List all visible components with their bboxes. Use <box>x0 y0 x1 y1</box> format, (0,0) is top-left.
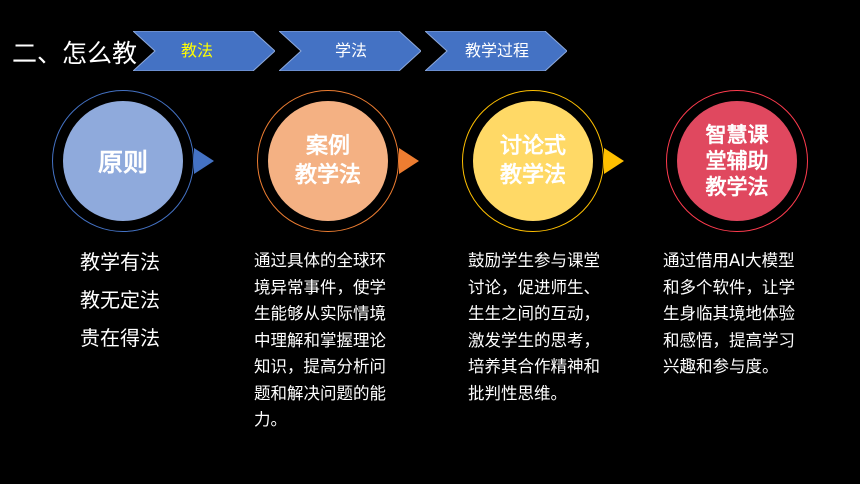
smart-classroom-title: 智慧课 堂辅助 教学法 <box>705 123 769 199</box>
description-line: 生身临其境地体验 <box>663 304 795 323</box>
principle-ring <box>52 90 194 232</box>
smart-classroom-disc: 智慧课 堂辅助 教学法 <box>677 101 797 221</box>
tab-label: 教法 <box>180 41 213 60</box>
tab-teaching-process[interactable]: 教学过程 <box>425 31 567 71</box>
discussion-method-title: 讨论式 教学法 <box>499 134 566 188</box>
description-line: 讨论，促进师生、 <box>468 277 600 297</box>
description-line: 和感悟，提高学习 <box>663 330 795 350</box>
smart-classroom-description: 通过借用AI大模型 和多个软件，让学 生身临其境地体验 和感悟，提高学习 兴趣和… <box>663 248 795 381</box>
description-line: 培养其合作精神和 <box>468 357 600 376</box>
tab-label: 学法 <box>334 41 367 60</box>
tab-learning-methods[interactable]: 学法 <box>279 31 421 71</box>
principle-title: 原则 <box>97 148 148 177</box>
tab-label: 教学过程 <box>464 41 529 60</box>
description-line: 境异常事件，使学 <box>254 277 386 297</box>
saying: 教学有法 <box>80 250 160 274</box>
discussion-method-disc: 讨论式 教学法 <box>473 101 593 221</box>
discussion-method-ring <box>462 90 604 232</box>
description-line: 和多个软件，让学 <box>663 277 795 297</box>
saying: 教无定法 <box>80 288 160 312</box>
smart-classroom-ring <box>666 90 808 232</box>
case-method-disc: 案例 教学法 <box>268 101 388 221</box>
chevron-shape <box>425 31 567 71</box>
principle-sayings: 教学有法 教无定法 贵在得法 <box>80 243 160 357</box>
description-line: 生生之间的互动， <box>468 304 600 323</box>
description-line: 批判性思维。 <box>468 383 567 403</box>
description-line: 力。 <box>254 410 287 429</box>
case-method-title: 案例 教学法 <box>294 134 361 188</box>
case-method-ring <box>257 90 399 232</box>
principle-disc: 原则 <box>63 101 183 221</box>
description-line: 生能够从实际情境 <box>254 304 386 323</box>
description-line: 题和解决问题的能 <box>254 383 386 403</box>
description-line: 通过具体的全球环 <box>254 251 386 270</box>
discussion-method-arrow <box>604 151 617 171</box>
description-line: 鼓励学生参与课堂 <box>468 251 600 270</box>
description-line: 知识，提高分析问 <box>254 357 386 376</box>
description-line: 通过借用AI大模型 <box>663 251 795 270</box>
description-line: 激发学生的思考， <box>468 330 600 350</box>
section-heading: 二、怎么教 <box>12 39 138 68</box>
principle-arrow <box>194 151 207 171</box>
description-line: 兴趣和参与度。 <box>663 357 779 376</box>
chevron-shape <box>279 31 421 71</box>
description-line: 中理解和掌握理论 <box>254 330 386 350</box>
discussion-method-description: 鼓励学生参与课堂 讨论，促进师生、 生生之间的互动， 激发学生的思考， 培养其合… <box>468 248 600 407</box>
case-method-description: 通过具体的全球环 境异常事件，使学 生能够从实际情境 中理解和掌握理论 知识，提… <box>254 248 386 434</box>
chevron-shape <box>133 31 275 71</box>
tab-teaching-methods[interactable]: 教法 <box>133 31 275 71</box>
case-method-arrow <box>399 151 412 171</box>
saying: 贵在得法 <box>80 326 160 350</box>
